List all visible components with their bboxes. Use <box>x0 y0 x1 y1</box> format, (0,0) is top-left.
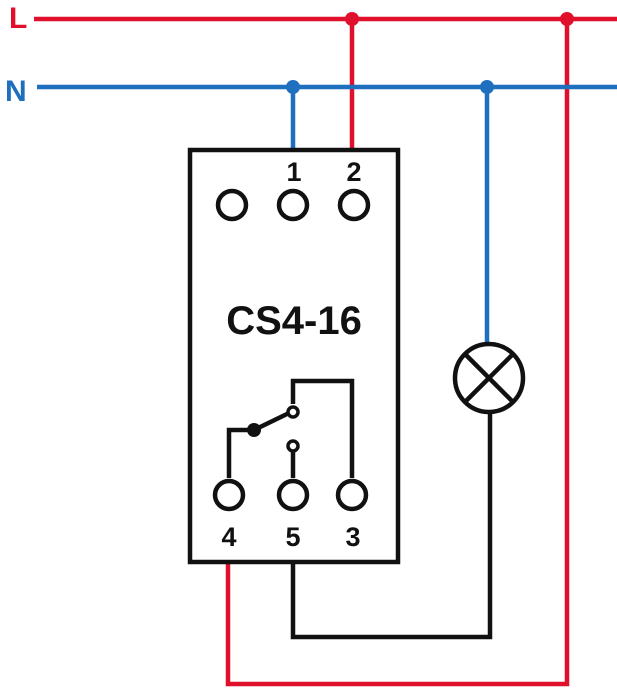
relay-no-contact <box>286 405 300 419</box>
terminal-1-label: 1 <box>286 157 301 187</box>
terminal-5-label: 5 <box>285 522 300 552</box>
neutral-junction-1 <box>286 80 300 94</box>
terminal-2 <box>337 188 371 222</box>
terminal-3-label: 3 <box>345 522 360 552</box>
relay-nc-contact <box>286 439 300 453</box>
terminal-2-label: 2 <box>346 157 361 187</box>
device-model-label: CS4-16 <box>226 299 362 343</box>
relay-no-contact-wire <box>290 378 355 478</box>
terminal-1 <box>276 188 310 222</box>
terminal-top-unused <box>215 188 249 222</box>
live-to-terminal-4 <box>225 19 570 687</box>
neutral-line-label: N <box>5 75 27 108</box>
live-junction-2 <box>560 12 574 26</box>
relay-switch-arm <box>251 411 290 433</box>
lamp-icon <box>452 341 526 415</box>
live-junction-1 <box>345 12 359 26</box>
terminal-5 <box>276 478 310 512</box>
terminal-4-label: 4 <box>221 522 236 552</box>
relay-common-wire <box>226 427 254 478</box>
terminal-4 <box>212 478 246 512</box>
terminal-3 <box>335 478 369 512</box>
live-line-label: L <box>9 2 27 35</box>
neutral-junction-2 <box>480 80 494 94</box>
wire-terminal5-to-lamp <box>290 412 493 640</box>
